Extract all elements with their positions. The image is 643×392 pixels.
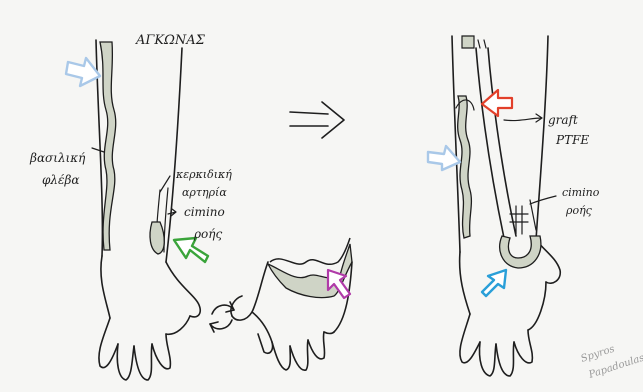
label-cimino-right-1: cimino — [562, 186, 600, 199]
blue-arrow-icon — [482, 270, 506, 296]
cimino-fistula-left — [150, 222, 164, 254]
small-hand — [231, 238, 352, 370]
label-elbow: ΑΓΚΩΝΑΣ — [135, 33, 206, 48]
basilic-vein-right — [458, 96, 472, 238]
label-cimino-left-2: ροής — [193, 227, 222, 241]
label-cimino-left-1: cimino — [184, 205, 225, 219]
label-basilic-2: φλέβα — [42, 173, 80, 187]
rotate-icon — [210, 302, 234, 332]
label-cimino-right-2: ροής — [565, 204, 593, 217]
label-radial-artery-2: αρτηρία — [182, 186, 227, 199]
label-basilic-1: βασιλική — [29, 151, 86, 165]
signature-1: Spyros — [580, 344, 617, 365]
label-graft-2: PTFE — [555, 133, 589, 147]
green-arrow-icon — [174, 238, 208, 262]
label-radial-artery-1: κερκιδική — [175, 168, 232, 181]
graft-loop — [500, 236, 541, 268]
red-arrow-icon — [482, 90, 512, 116]
light-blue-arrow-right-icon — [428, 146, 460, 170]
light-blue-arrow-icon — [66, 58, 100, 86]
label-graft-1: graft — [548, 113, 578, 127]
right-arrow-icon — [290, 102, 344, 138]
